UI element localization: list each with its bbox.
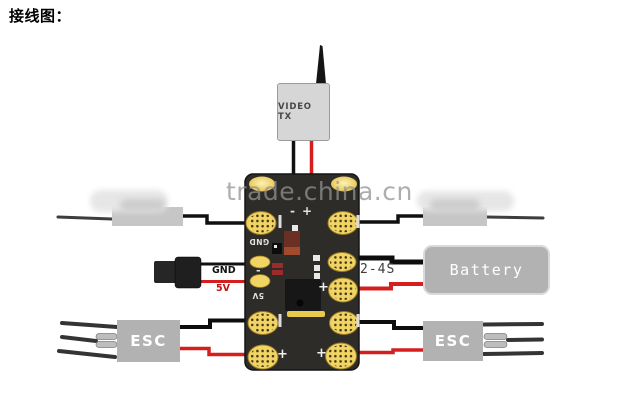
esc-power-wire-black <box>354 214 425 224</box>
motor-wire <box>60 321 119 329</box>
esc-top-left <box>56 190 252 226</box>
esc-bottom-right-box: ESC <box>423 321 483 361</box>
smd-chip <box>272 243 282 254</box>
blurred-region <box>430 199 480 211</box>
barrel-plug-tip <box>154 261 177 283</box>
motor-wire <box>60 335 98 343</box>
silk-bar <box>356 314 360 327</box>
esc-power-wire-red <box>180 346 252 357</box>
smd-components <box>272 225 325 317</box>
page-title: 接线图： <box>9 7 72 25</box>
solder-pad <box>327 211 359 235</box>
esc-bottom-left-box: ESC <box>117 320 180 362</box>
esc-power-wire-black <box>182 214 252 225</box>
antenna-icon <box>316 45 326 84</box>
smd-pad <box>314 265 320 271</box>
mount-pad <box>331 176 357 192</box>
silk-bar <box>356 215 360 228</box>
esc-power-wire-black <box>354 320 424 330</box>
solder-pad <box>247 344 279 370</box>
motor-wire <box>56 215 114 221</box>
solder-pad <box>247 311 279 335</box>
smd-resistor <box>284 231 300 247</box>
bullet-connector <box>95 333 118 340</box>
bullet-connector <box>95 341 118 348</box>
blurred-region <box>120 199 165 211</box>
battery-box: Battery <box>423 245 550 295</box>
battery-wire-black <box>354 255 424 265</box>
silk-bar <box>278 314 282 327</box>
smd-part <box>272 263 283 268</box>
video-tx-wiring <box>291 45 326 178</box>
battery-wiring <box>354 255 424 291</box>
bullet-connector <box>483 333 508 340</box>
chip-dot <box>274 245 277 248</box>
pdb-board <box>244 173 360 371</box>
plus-mark: + <box>316 346 327 361</box>
battery-range-label: 2-4S <box>360 262 396 277</box>
solder-pad <box>329 311 359 335</box>
plus-mark: + <box>318 280 329 295</box>
esc-body <box>423 207 487 226</box>
smd-pad <box>313 255 320 261</box>
gnd-wire-label: GND <box>212 265 236 276</box>
solder-pad <box>328 277 358 303</box>
solder-bar <box>287 311 325 317</box>
mosfet-hole <box>296 299 304 307</box>
motor-wire <box>485 215 545 220</box>
mosfet <box>285 279 321 311</box>
solder-pad <box>327 252 357 272</box>
gnd-pad <box>249 255 271 269</box>
battery-wire-red <box>354 282 424 291</box>
esc-bottom-right-wiring <box>354 320 544 356</box>
esc-power-wire-black <box>180 318 252 329</box>
esc-power-wire-red <box>354 348 424 355</box>
esc-top-right <box>354 191 545 226</box>
motor-wire <box>57 349 117 359</box>
solder-pad <box>325 342 357 370</box>
smd-pad <box>292 225 298 232</box>
esc-label: ESC <box>434 332 472 350</box>
power-input-wiring <box>154 256 252 289</box>
smd-pad <box>314 273 320 279</box>
esc-label: ESC <box>130 332 167 350</box>
solder-pad <box>245 211 277 235</box>
silk-bar <box>278 215 282 228</box>
motor-wire <box>506 337 544 342</box>
esc-bottom-left-wiring <box>57 318 252 359</box>
video-tx-label: VIDEO TX <box>278 102 312 122</box>
smd-part <box>272 270 283 275</box>
five-v-pad <box>249 274 271 288</box>
video-tx-box: VIDEO TX <box>277 83 330 141</box>
barrel-plug-body <box>174 256 202 289</box>
motor-wire <box>482 322 544 327</box>
mount-pad <box>249 176 275 192</box>
battery-label: Battery <box>449 261 524 279</box>
solder-pads <box>245 211 359 370</box>
plus-mark: + <box>277 347 288 362</box>
five-v-wire-label: 5V <box>216 283 230 294</box>
pcb-body <box>244 173 360 371</box>
motor-wire <box>482 351 544 356</box>
smd-resistor <box>284 247 300 255</box>
bullet-connector <box>483 341 508 348</box>
